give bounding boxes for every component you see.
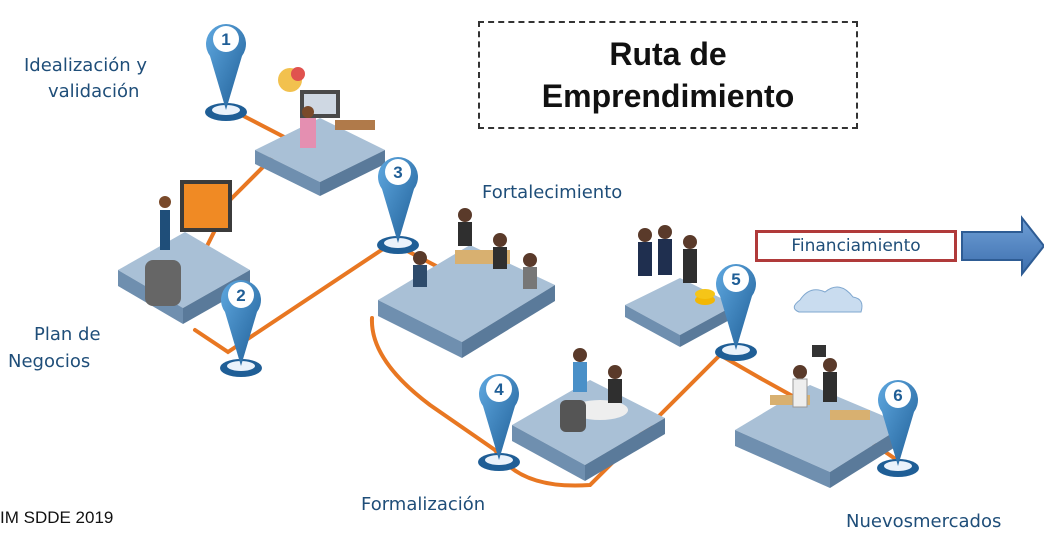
stage-2-label-line-2: Negocios [8, 351, 91, 372]
title-line-1: Ruta de [609, 36, 727, 72]
pin-5-number: 5 [731, 270, 740, 289]
meeting-illustration [413, 208, 537, 289]
title-line-2: Emprendimiento [541, 78, 795, 114]
platform-formalizacion [512, 380, 665, 481]
pin-4-icon: 4 [478, 374, 520, 471]
stage-3-label: Fortalecimiento [482, 182, 623, 203]
pin-2-icon: 2 [220, 280, 262, 377]
platform-nuevos-mercados [735, 385, 905, 488]
pin-1-number: 1 [221, 30, 230, 49]
title-box: Ruta de Emprendimiento [478, 21, 858, 129]
office-illustration [770, 286, 870, 420]
footer-credit: IM SDDE 2019 [0, 508, 114, 527]
stage-1-label-line-1: Idealización y [24, 55, 148, 76]
pin-6-icon: 6 [877, 380, 919, 477]
handshake-illustration [638, 225, 715, 305]
stage-5-label: Financiamiento [791, 236, 921, 256]
stage-4-label: Formalización [361, 494, 486, 515]
pin-3-number: 3 [393, 163, 402, 182]
pin-4-number: 4 [494, 380, 504, 399]
stage-6-label: Nuevosmercados [846, 511, 1002, 532]
pin-5-icon: 5 [715, 264, 757, 361]
platform-idealizacion [255, 118, 385, 196]
stage-2-label-line-1: Plan de [34, 324, 101, 345]
stage-1-label-line-2: validación [48, 81, 140, 102]
presenter-illustration [145, 180, 232, 306]
platform-fortalecimiento [378, 245, 555, 358]
arrow-right-icon [961, 215, 1044, 277]
pin-2-number: 2 [236, 286, 245, 305]
pin-3-icon: 3 [377, 157, 419, 254]
pin-6-number: 6 [893, 386, 902, 405]
formalization-illustration [560, 348, 628, 432]
stage-5-label-box: Financiamiento [755, 230, 957, 262]
designer-illustration [278, 67, 375, 148]
pin-1-icon: 1 [205, 24, 247, 121]
